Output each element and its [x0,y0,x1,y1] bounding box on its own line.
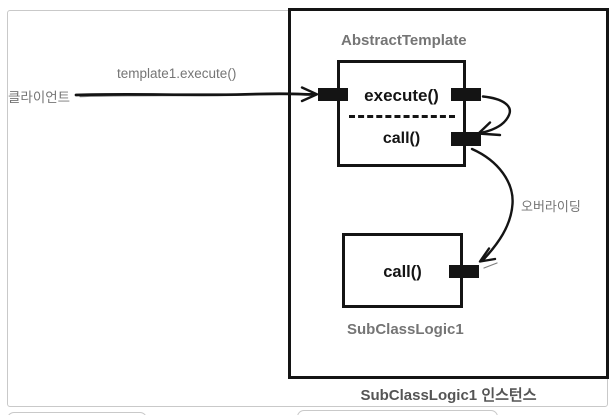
execute-right-port [451,88,481,101]
execute-left-port [318,88,348,101]
abstract-template-box: execute() call() [337,60,466,167]
cropped-box-middle [297,410,498,415]
client-label: 클라이언트 [8,90,71,105]
subclass-right-port [449,265,479,278]
abstract-template-title: AbstractTemplate [341,32,467,49]
client-call-label: template1.execute() [117,66,237,81]
call-method-label: call() [382,130,421,147]
subclass-title: SubClassLogic1 [347,321,464,338]
instance-caption: SubClassLogic1 인스턴스 [360,387,537,404]
execute-method-label: execute() [364,86,439,105]
subclass-call-label: call() [383,263,422,281]
overriding-label: 오버라이딩 [521,199,581,214]
dashed-divider [349,115,455,118]
subclass-box: call() [342,233,463,308]
call-right-port [451,132,481,146]
